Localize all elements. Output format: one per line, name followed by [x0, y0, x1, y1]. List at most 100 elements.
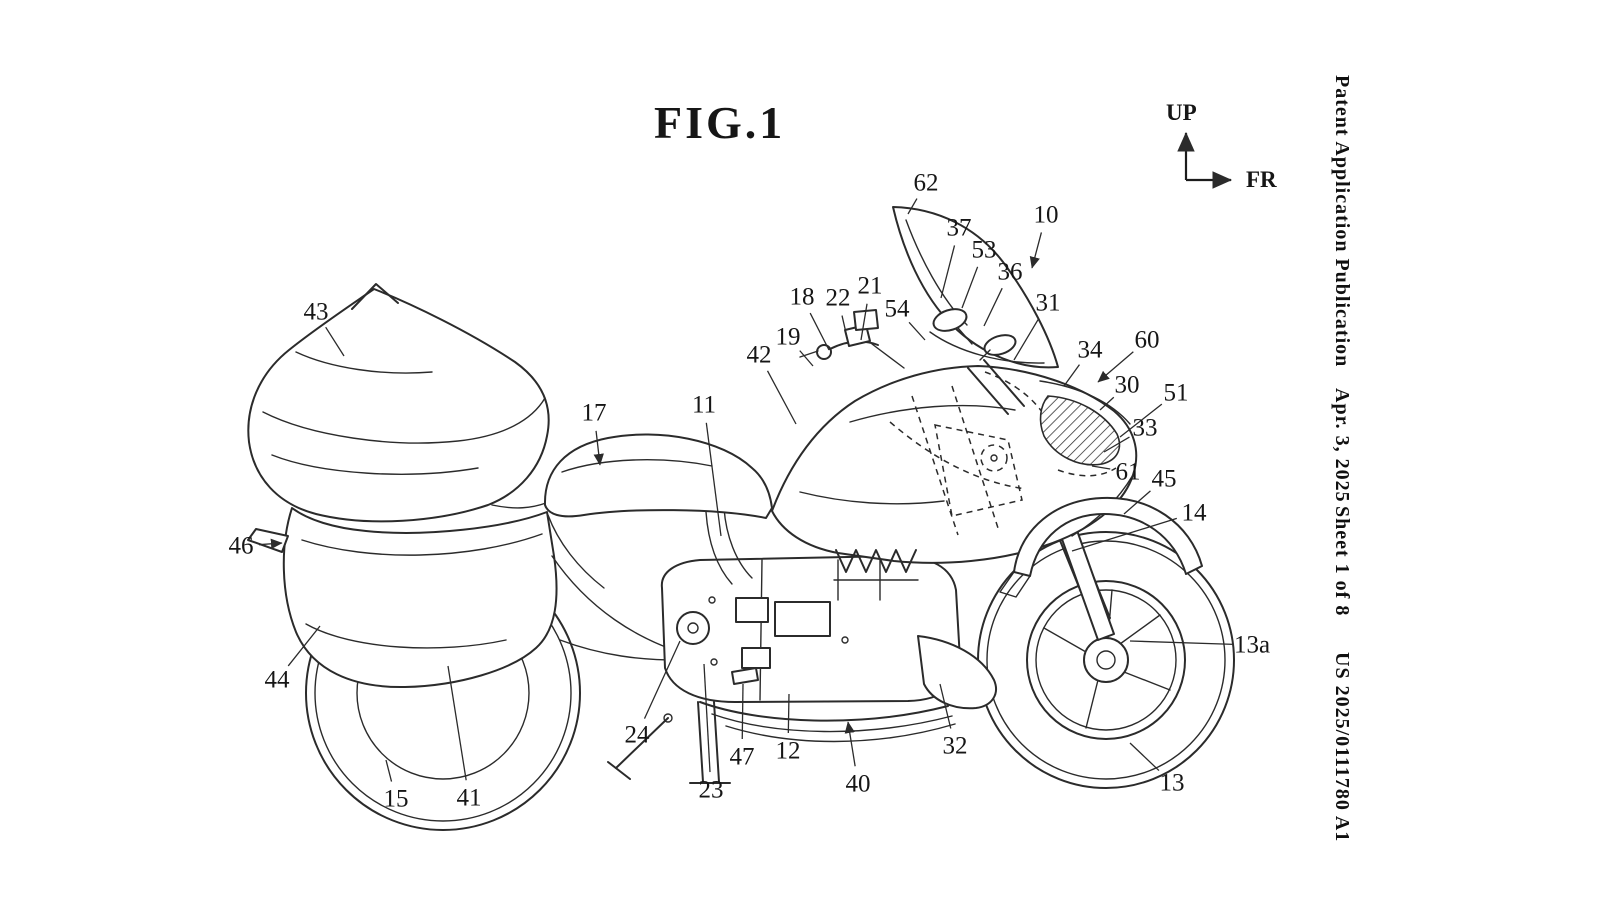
leader-line-37	[940, 245, 956, 299]
leader-line-11	[705, 422, 722, 537]
mirrors	[932, 308, 1017, 361]
leader-line-32	[939, 683, 952, 729]
ref-label-23: 23	[699, 777, 724, 804]
ref-label-24: 24	[625, 722, 651, 749]
front-lower-cowl	[917, 635, 997, 710]
leader-line-14	[1071, 517, 1178, 552]
leader-line-46	[258, 538, 283, 549]
front-fender	[999, 496, 1203, 598]
ref-label-14: 14	[1182, 500, 1208, 527]
ref-label-37: 37	[947, 215, 972, 242]
lower-cowl	[699, 701, 956, 743]
leader-line-61	[1091, 465, 1111, 470]
leader-line-12	[787, 693, 790, 734]
ref-label-53: 53	[972, 237, 997, 264]
ref-label-13a: 13a	[1234, 632, 1270, 659]
headlight-hatch	[1039, 395, 1121, 466]
ref-label-22: 22	[826, 285, 851, 312]
rear-fender-flap	[247, 528, 289, 553]
fairing	[771, 365, 1138, 564]
leader-line-44	[287, 625, 321, 667]
orientation-compass	[1177, 131, 1233, 189]
ref-label-44: 44	[265, 667, 291, 694]
leader-line-60	[1097, 351, 1134, 383]
ref-label-32: 32	[943, 733, 968, 760]
leader-line-13a	[1129, 640, 1235, 646]
seat	[543, 433, 773, 519]
ref-label-62: 62	[914, 170, 939, 197]
body-crease	[547, 514, 605, 589]
leader-line-21	[860, 303, 868, 341]
ref-label-60: 60	[1135, 327, 1160, 354]
motorcycle	[247, 206, 1235, 831]
publication-number: US 2025/0111780 A1	[1331, 652, 1353, 843]
ref-label-17: 17	[582, 400, 607, 427]
frame-tube-2	[723, 507, 753, 579]
ref-label-33: 33	[1133, 415, 1158, 442]
leader-line-23	[703, 663, 711, 773]
leader-line-13	[1129, 742, 1160, 772]
ref-label-36: 36	[998, 259, 1023, 286]
windshield	[892, 206, 1059, 369]
ref-label-46: 46	[229, 533, 254, 560]
ref-label-11: 11	[692, 392, 716, 419]
compass-fr-label: FR	[1246, 167, 1277, 192]
leader-line-42	[766, 370, 797, 425]
steering-head	[967, 367, 1009, 415]
leader-line-19	[799, 350, 814, 367]
foot-peg	[731, 667, 759, 685]
leader-line-34	[1063, 364, 1080, 387]
leader-line-33	[1103, 436, 1130, 453]
ref-label-13: 13	[1160, 770, 1185, 797]
leader-line-54	[908, 321, 926, 341]
leader-line-51	[1119, 403, 1163, 438]
leader-line-17	[593, 430, 604, 466]
sheet-number: Sheet 1 of 8	[1331, 506, 1353, 617]
saddlebag	[282, 507, 558, 689]
ref-label-30: 30	[1115, 372, 1140, 399]
publication-header: Patent Application Publication	[1331, 75, 1353, 368]
ref-label-19: 19	[776, 324, 801, 351]
ref-label-54: 54	[885, 296, 911, 323]
front-axle	[1083, 637, 1129, 683]
top-trunk	[247, 283, 550, 523]
leader-line-47	[741, 683, 744, 740]
frame-tube	[705, 511, 733, 585]
leader-line-31	[1013, 318, 1040, 361]
ref-label-21: 21	[858, 273, 883, 300]
steering-head-2	[983, 359, 1025, 407]
ref-label-18: 18	[790, 284, 815, 311]
ref-label-42: 42	[747, 342, 772, 369]
leader-line-10	[1029, 232, 1043, 269]
leader-line-41	[447, 665, 467, 781]
ref-label-12: 12	[776, 738, 801, 765]
leader-line-40	[844, 721, 856, 767]
leader-line-30	[1099, 396, 1115, 411]
leader-line-43	[325, 326, 345, 357]
leader-line-45	[1123, 490, 1151, 515]
ref-label-47: 47	[730, 744, 755, 771]
ref-label-40: 40	[846, 771, 871, 798]
backrest-line	[491, 502, 547, 509]
ref-label-43: 43	[304, 299, 329, 326]
engine	[660, 555, 962, 703]
leader-line-62	[907, 198, 918, 215]
ref-label-34: 34	[1078, 337, 1104, 364]
ref-label-51: 51	[1164, 380, 1189, 407]
ref-label-10: 10	[1034, 202, 1059, 229]
ref-label-45: 45	[1152, 466, 1177, 493]
engine-head-detail	[833, 549, 919, 581]
publication-date: Apr. 3, 2025	[1331, 388, 1353, 503]
ref-label-15: 15	[384, 786, 409, 813]
ref-label-41: 41	[457, 785, 482, 812]
leader-line-22	[841, 315, 850, 347]
figure-caption: FIG.1	[654, 97, 786, 148]
side-stand	[607, 713, 673, 780]
leader-line-15	[385, 759, 393, 782]
handlebar	[799, 309, 905, 369]
compass-up-label: UP	[1166, 100, 1197, 125]
leader-line-36	[983, 287, 1003, 327]
leader-line-24	[643, 640, 681, 719]
